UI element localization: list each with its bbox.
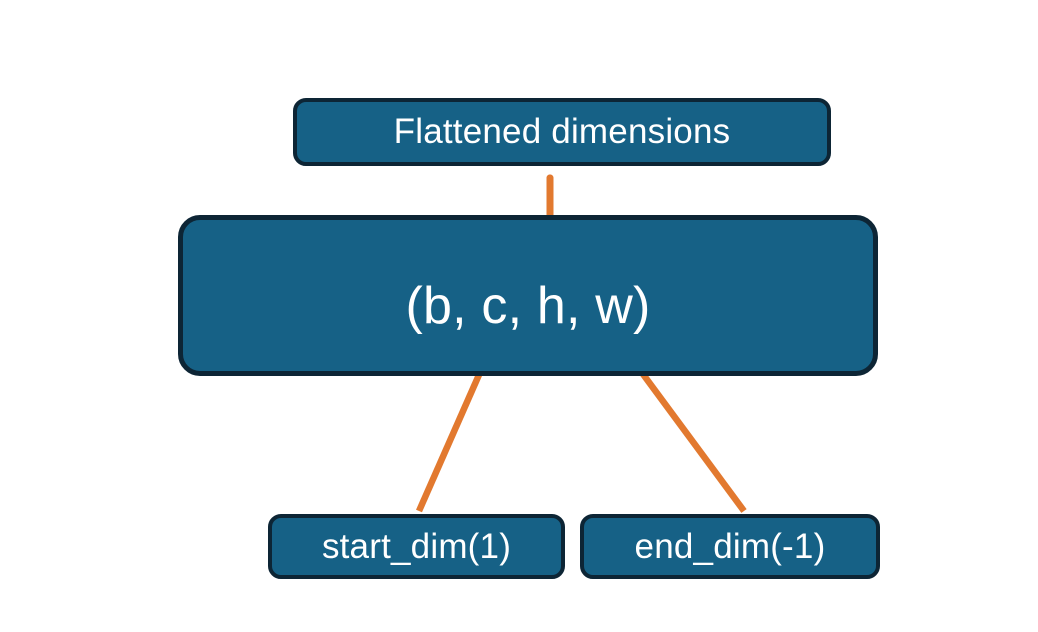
node-shape-tuple-label: (b, c, h, w): [405, 276, 651, 335]
node-shape-tuple[interactable]: (b, c, h, w): [178, 215, 878, 376]
node-end-dim-label: end_dim(-1): [634, 526, 826, 566]
node-flattened-dimensions-label: Flattened dimensions: [393, 112, 731, 151]
node-end-dim[interactable]: end_dim(-1): [580, 514, 880, 579]
node-start-dim-label: start_dim(1): [321, 526, 512, 566]
node-start-dim[interactable]: start_dim(1): [268, 514, 565, 579]
node-flattened-dimensions[interactable]: Flattened dimensions: [293, 98, 831, 166]
